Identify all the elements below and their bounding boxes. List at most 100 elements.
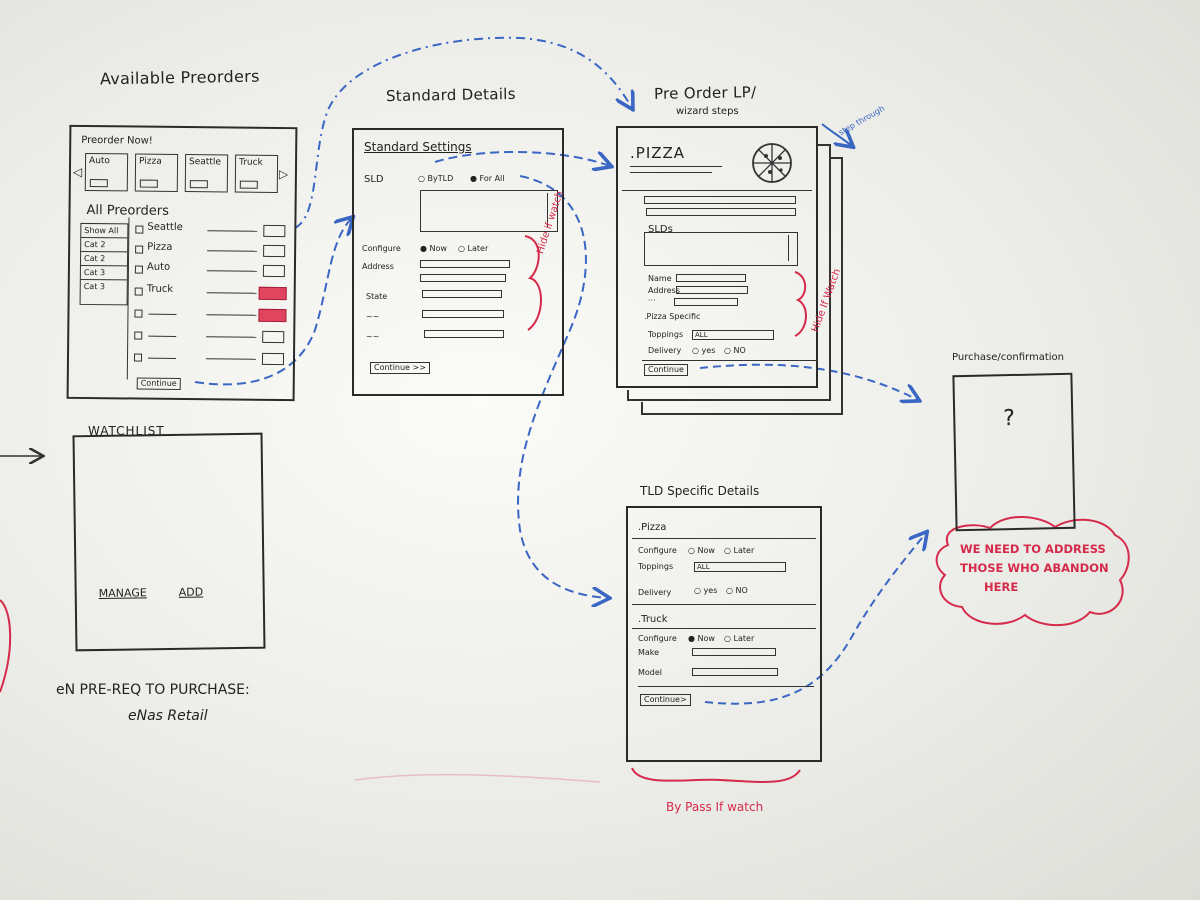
radio-yes[interactable]: ○ yes — [694, 586, 718, 595]
radio-no[interactable]: ○ NO — [724, 346, 746, 355]
row-checkbox[interactable] — [133, 353, 143, 362]
add-link[interactable]: ADD — [178, 585, 204, 599]
prereq-note: eN PRE-REQ TO PURCHASE: — [56, 682, 250, 698]
row-action-button[interactable] — [261, 352, 285, 366]
delivery-label: Delivery — [638, 588, 672, 597]
row-action-button[interactable] — [262, 264, 285, 278]
continue-button[interactable]: Continue — [644, 364, 688, 376]
toppings-label: Toppings — [638, 562, 674, 571]
preorder-row[interactable]: Auto — [146, 261, 171, 273]
standard-details-title: Standard Details — [385, 84, 516, 106]
preorder-now-label: Preorder Now! — [81, 134, 153, 147]
category-item[interactable]: Cat 2 — [81, 237, 128, 253]
row-action-button[interactable] — [263, 244, 286, 258]
make-label: Make — [638, 648, 660, 657]
slds-label: SLDs — [648, 224, 673, 235]
tile-auto[interactable]: Auto — [84, 152, 129, 192]
available-preorders-frame: Preorder Now! ◁ ▷ Auto Pizza Seattle Tru… — [66, 124, 298, 402]
row-checkbox[interactable] — [135, 245, 144, 254]
address-field-2[interactable] — [674, 298, 738, 306]
preorder-row[interactable]: Truck — [146, 283, 174, 295]
tile-truck[interactable]: Truck — [234, 154, 279, 193]
radio-yes[interactable]: ○ yes — [692, 346, 716, 355]
preorder-table: Seattle Pizza Auto Truck — [126, 217, 294, 382]
toppings-select[interactable]: ALL — [692, 330, 774, 340]
radio-now[interactable]: ● Now — [688, 634, 715, 643]
watchlist-frame: MANAGE ADD — [72, 432, 266, 652]
radio-later[interactable]: ○ Later — [724, 634, 755, 643]
tile-seattle[interactable]: Seattle — [184, 154, 229, 193]
row-checkbox[interactable] — [134, 287, 143, 296]
row-action-button-red[interactable] — [258, 286, 287, 301]
row-checkbox[interactable] — [134, 331, 143, 340]
preorder-row[interactable]: Seattle — [147, 221, 183, 234]
address-field[interactable] — [420, 260, 510, 268]
text-field[interactable] — [422, 310, 504, 318]
carousel-prev-icon[interactable]: ◁ — [72, 164, 83, 179]
configure-label: Configure — [638, 546, 677, 555]
row-checkbox[interactable] — [134, 309, 143, 318]
preorder-lp-title: Pre Order LP/ — [653, 83, 757, 103]
watchlist-title: WATCHLIST — [88, 424, 165, 438]
available-preorders-title: Available Preorders — [99, 66, 260, 89]
toppings-label: Toppings — [648, 330, 684, 339]
model-select[interactable] — [692, 668, 778, 676]
row-action-button-red[interactable] — [258, 308, 287, 323]
category-item[interactable]: Show All — [81, 223, 128, 239]
slds-textarea[interactable] — [644, 232, 798, 266]
sld-textarea[interactable] — [420, 190, 558, 232]
category-item[interactable]: Cat 2 — [80, 251, 128, 267]
tld-pizza-heading: .Pizza — [638, 522, 667, 533]
address-field-2[interactable] — [420, 274, 506, 282]
row-action-button[interactable] — [263, 224, 286, 238]
continue-button[interactable]: Continue >> — [370, 362, 430, 374]
radio-later[interactable]: ○ Later — [724, 546, 755, 555]
text-field[interactable] — [424, 330, 504, 338]
continue-button[interactable]: Continue> — [640, 694, 691, 706]
manage-link[interactable]: MANAGE — [98, 586, 147, 600]
toppings-select[interactable]: ALL — [694, 562, 786, 572]
prereq-note-sub: eNas Retail — [128, 708, 208, 724]
radio-now[interactable]: ● Now — [420, 244, 447, 253]
radio-now[interactable]: ○ Now — [688, 546, 715, 555]
purchase-frame: ? — [952, 372, 1076, 532]
row-action-button[interactable] — [262, 330, 285, 344]
radio-by-tld[interactable]: ○ ByTLD — [418, 174, 454, 183]
left-red-mark — [0, 599, 12, 693]
name-field[interactable] — [676, 274, 746, 282]
name-label: Name — [648, 274, 672, 283]
carousel-next-icon[interactable]: ▷ — [278, 167, 289, 182]
radio-no[interactable]: ○ NO — [726, 586, 748, 595]
category-list: Show All Cat 2 Cat 2 Cat 3 Cat 3 — [79, 222, 129, 306]
radio-later[interactable]: ○ Later — [458, 244, 489, 253]
make-select[interactable] — [692, 648, 776, 656]
lp-field[interactable] — [644, 196, 796, 204]
address-label: Address — [362, 262, 394, 271]
address-field[interactable] — [676, 286, 748, 294]
delivery-label: Delivery — [648, 346, 682, 355]
brace-tld — [631, 767, 801, 783]
row-checkbox[interactable] — [135, 225, 144, 234]
state-select[interactable] — [422, 290, 502, 298]
pizza-heading: .PIZZA — [630, 144, 686, 162]
abandon-note: WE NEED TO ADDRESS THOSE WHO ABANDON HER… — [960, 542, 1109, 594]
tld-truck-heading: .Truck — [638, 614, 668, 625]
purchase-title: Purchase/confirmation — [952, 352, 1064, 363]
standard-settings-label: Standard Settings — [364, 140, 472, 154]
step-through-note: step through — [837, 103, 887, 138]
model-label: Model — [638, 668, 663, 677]
address-label: Address — [648, 286, 680, 295]
lp-field[interactable] — [646, 208, 796, 216]
preorder-lp-subtitle: wizard steps — [676, 106, 739, 117]
configure-label: Configure — [638, 634, 677, 643]
purchase-question: ? — [1003, 405, 1016, 432]
preorder-row[interactable]: Pizza — [147, 241, 173, 253]
tile-pizza[interactable]: Pizza — [134, 153, 179, 192]
sld-label: SLD — [364, 174, 384, 185]
radio-for-all[interactable]: ● For All — [470, 174, 505, 183]
continue-button[interactable]: Continue — [136, 377, 181, 390]
category-item[interactable]: Cat 3 — [80, 265, 127, 281]
row-checkbox[interactable] — [134, 265, 143, 274]
category-item[interactable]: Cat 3 — [83, 281, 106, 292]
tld-specific-frame: .Pizza Configure ○ Now ○ Later Toppings … — [626, 506, 822, 762]
